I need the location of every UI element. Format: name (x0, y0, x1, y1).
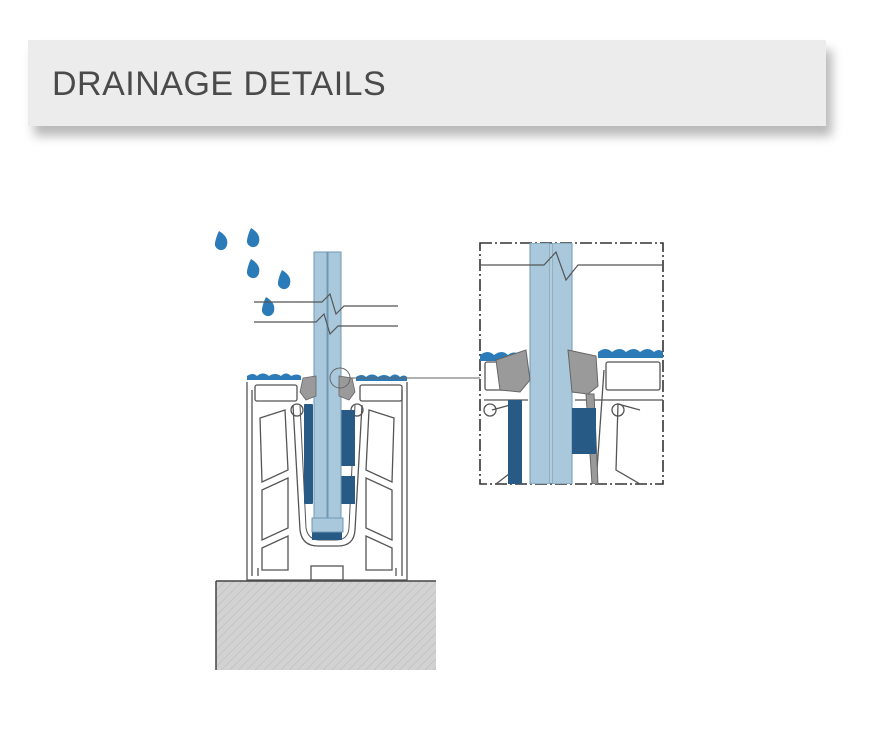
concrete-slab (215, 580, 436, 670)
title-banner: DRAINAGE DETAILS (28, 40, 826, 126)
glass-panel (311, 251, 344, 533)
break-line-icon (254, 292, 398, 336)
rain-drops (214, 228, 291, 317)
rain-drop-icon (246, 259, 260, 279)
rain-drop-icon (261, 297, 275, 317)
page-title: DRAINAGE DETAILS (52, 65, 387, 103)
rain-drop-icon (246, 228, 260, 248)
base-profile (246, 382, 408, 581)
rain-drop-icon (214, 231, 228, 251)
rain-drop-icon (277, 270, 291, 290)
detail-view (479, 242, 664, 485)
detail-leader (329, 367, 480, 389)
